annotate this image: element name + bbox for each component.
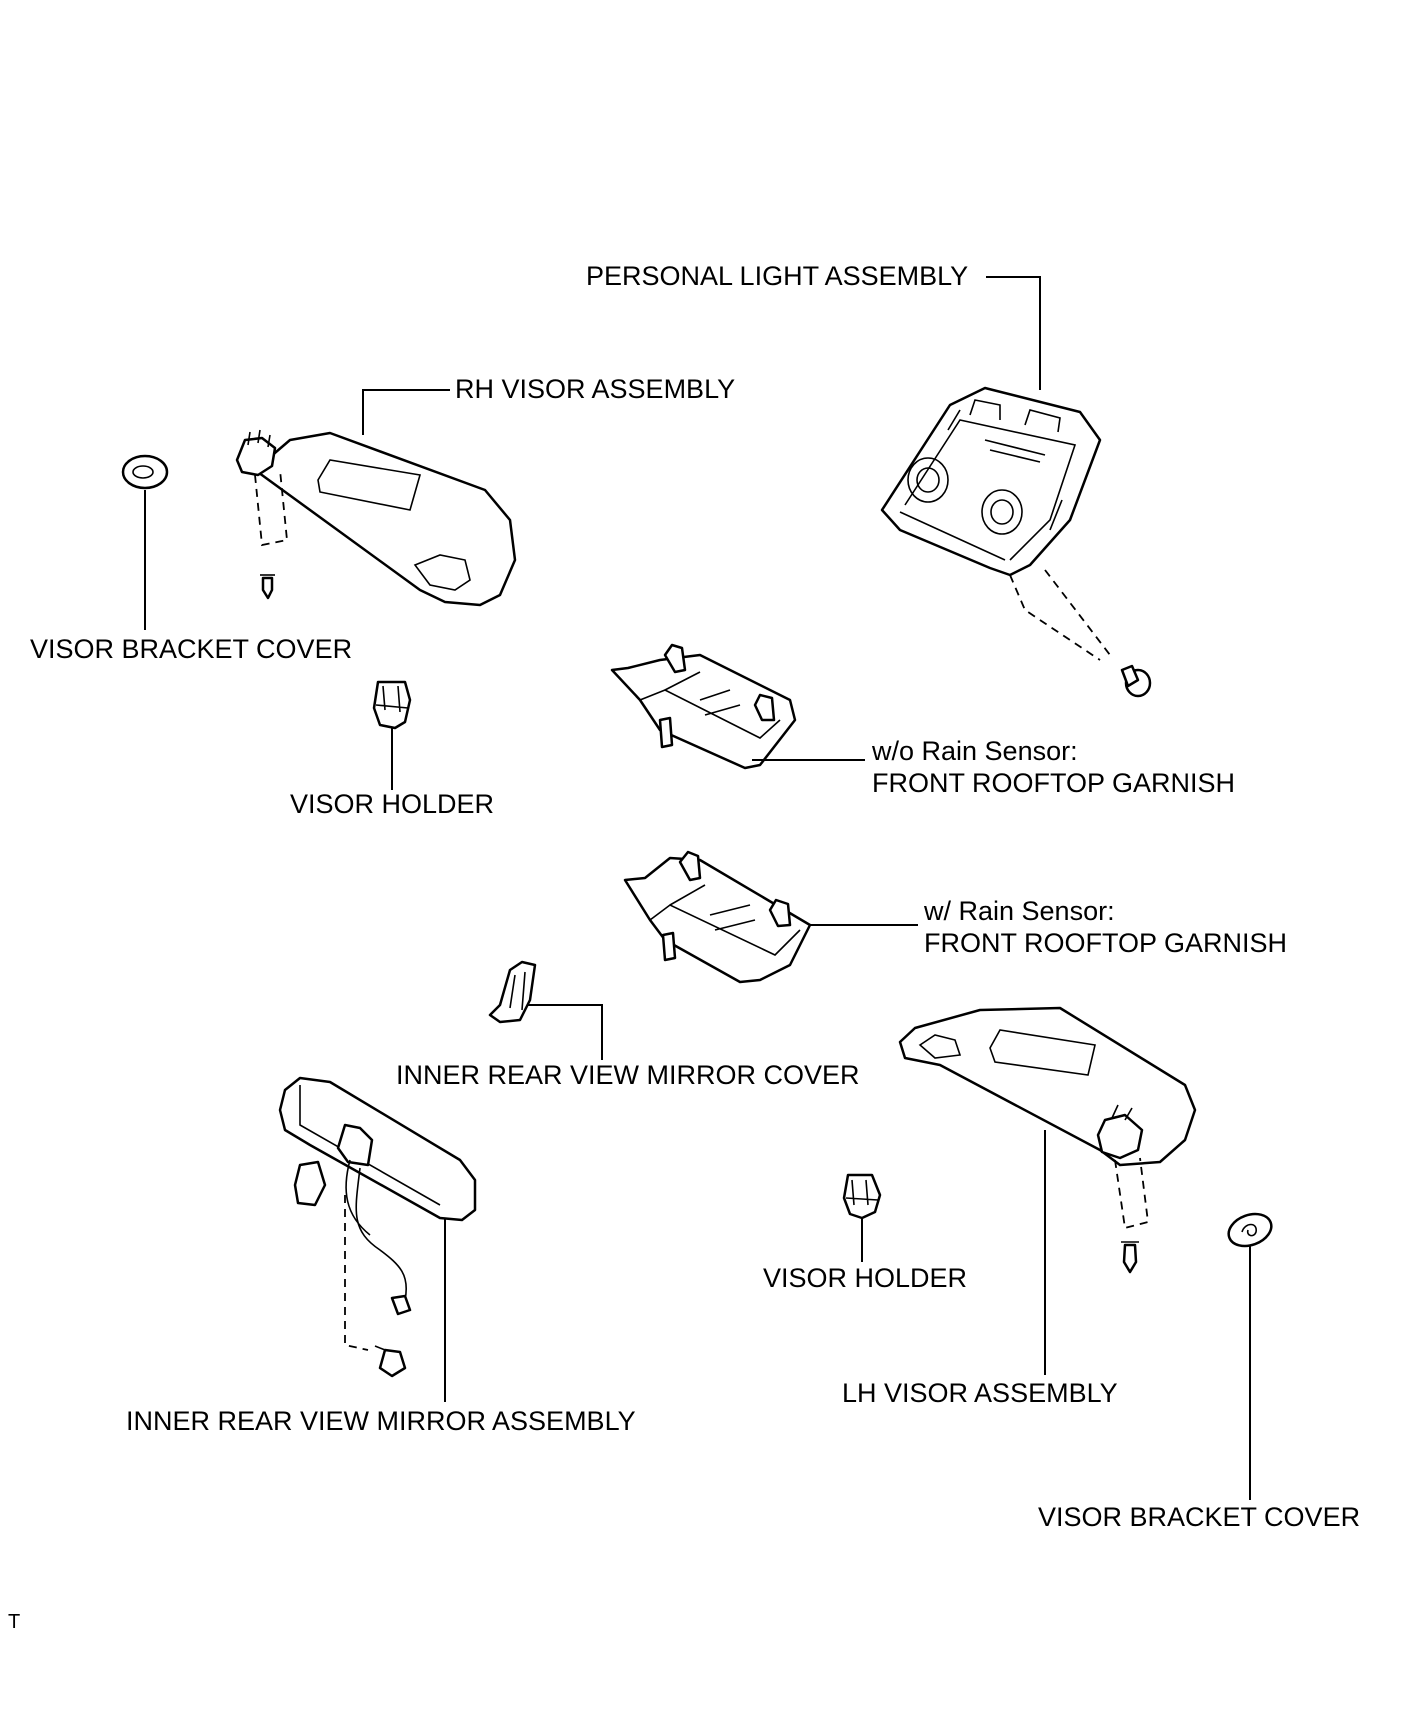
rh-visor-assembly-label: RH VISOR ASSEMBLY xyxy=(455,374,736,404)
lh-visor-drawing xyxy=(898,1006,1197,1274)
rh-visor-drawing xyxy=(235,429,517,607)
leader-mirror-cover xyxy=(528,1004,603,1060)
leader-personal-light xyxy=(986,276,1041,390)
personal-light-assembly-drawing xyxy=(880,386,1102,577)
visor-holder-left-drawing xyxy=(372,680,412,730)
inner-rear-view-mirror-assembly-label: INNER REAR VIEW MIRROR ASSEMBLY xyxy=(126,1406,636,1436)
light-screw-drawing xyxy=(1009,569,1152,698)
visor-holder-right-label: VISOR HOLDER xyxy=(763,1263,968,1293)
wo-rain-sensor-label: w/o Rain Sensor: xyxy=(872,736,1078,766)
corner-marker: T xyxy=(8,1611,21,1633)
visor-bracket-cover-left-drawing xyxy=(121,454,169,490)
wo-front-rooftop-garnish-label: FRONT ROOFTOP GARNISH xyxy=(872,768,1236,798)
visor-holder-right-drawing xyxy=(842,1173,882,1220)
inner-rear-view-mirror-cover-drawing xyxy=(488,960,537,1024)
visor-holder-left-label: VISOR HOLDER xyxy=(290,789,495,819)
front-rooftop-garnish-wo-drawing xyxy=(610,643,797,770)
leader-rh-visor xyxy=(362,389,450,435)
w-rain-sensor-label: w/ Rain Sensor: xyxy=(924,896,1115,926)
lh-visor-assembly-label: LH VISOR ASSEMBLY xyxy=(842,1378,1118,1408)
inner-rear-view-mirror-cover-label: INNER REAR VIEW MIRROR COVER xyxy=(396,1060,860,1090)
inner-rear-view-mirror-assembly-drawing xyxy=(278,1076,477,1378)
front-rooftop-garnish-w-drawing xyxy=(623,850,812,984)
w-front-rooftop-garnish-label: FRONT ROOFTOP GARNISH xyxy=(924,928,1288,958)
visor-bracket-cover-right-label: VISOR BRACKET COVER xyxy=(1038,1502,1361,1532)
visor-bracket-cover-right-drawing xyxy=(1227,1212,1273,1248)
visor-bracket-cover-left-label: VISOR BRACKET COVER xyxy=(30,634,353,664)
personal-light-assembly-label: PERSONAL LIGHT ASSEMBLY xyxy=(586,261,969,291)
